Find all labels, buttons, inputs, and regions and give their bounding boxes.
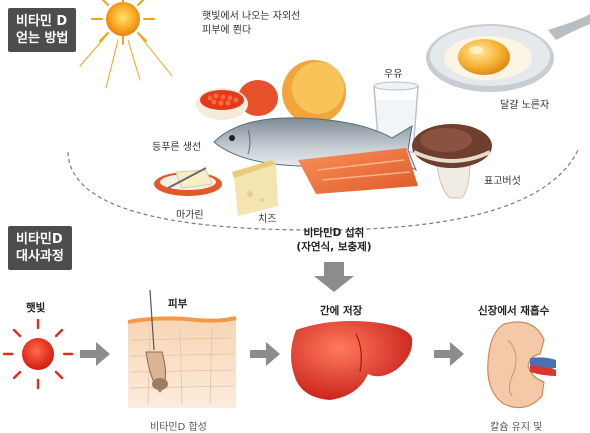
cheese-wedge-icon [232,160,278,216]
kidney-icon [487,321,556,409]
fish-roe-icon [196,80,278,120]
margarine-plate-icon [154,167,222,196]
skin-caption: 비타민D 합성 [150,422,207,433]
process-kidney-label: 신장에서 재흡수 [478,305,550,317]
section-title-line1: 비타민 D [16,14,68,29]
shiitake-mushroom-icon [412,124,492,199]
right-arrow-2 [250,342,280,366]
egg-yolk-spoon-icon [426,14,590,92]
egg-yolk-label: 달걀 노른자 [500,100,550,111]
margarine-label: 마가린 [176,210,204,221]
sunlight-uv-line2: 피부에 쬔다 [202,25,252,36]
liver-icon [291,321,413,400]
right-arrow-1 [80,342,110,366]
sunlight-uv-label: 햇빛에서 나오는 자외선 피부에 쬔다 [202,10,300,38]
intake-line1: 비타민D 섭취 [303,227,365,239]
red-sun-icon [2,318,74,390]
skin-cross-section-icon [127,289,237,408]
intake-label: 비타민D 섭취 (자연식, 보충제) [284,226,384,254]
kidney-caption: 칼슘 유지 및 [490,422,543,433]
sunlight-uv-line1: 햇빛에서 나오는 자외선 [202,11,301,22]
right-arrow-3 [434,342,464,366]
down-arrow [314,262,354,292]
section-title-vitamin-d-sources: 비타민 D 얻는 방법 [8,8,77,52]
section-title-line2: 얻는 방법 [16,31,69,46]
process-liver-label: 간에 저장 [320,305,363,317]
section-title-metabolism: 비타민D 대사과정 [8,226,72,270]
intake-line2: (자연식, 보충제) [296,241,372,253]
salmon-fillet-icon [298,148,418,194]
milk-label: 우유 [384,69,403,80]
cheese-wheel-icon [282,60,346,124]
cheese-label: 치즈 [258,214,277,225]
intake-dashed-arc [67,149,579,231]
blue-fish-label: 등푸른 생선 [152,142,202,153]
process-skin-label: 피부 [168,298,188,310]
shiitake-label: 표고버섯 [484,176,521,187]
section-title-line2: 대사과정 [16,249,64,264]
section-title-line1: 비타민D [16,232,63,247]
sun-icon [79,0,173,89]
process-sunlight-label: 햇빛 [26,302,46,314]
